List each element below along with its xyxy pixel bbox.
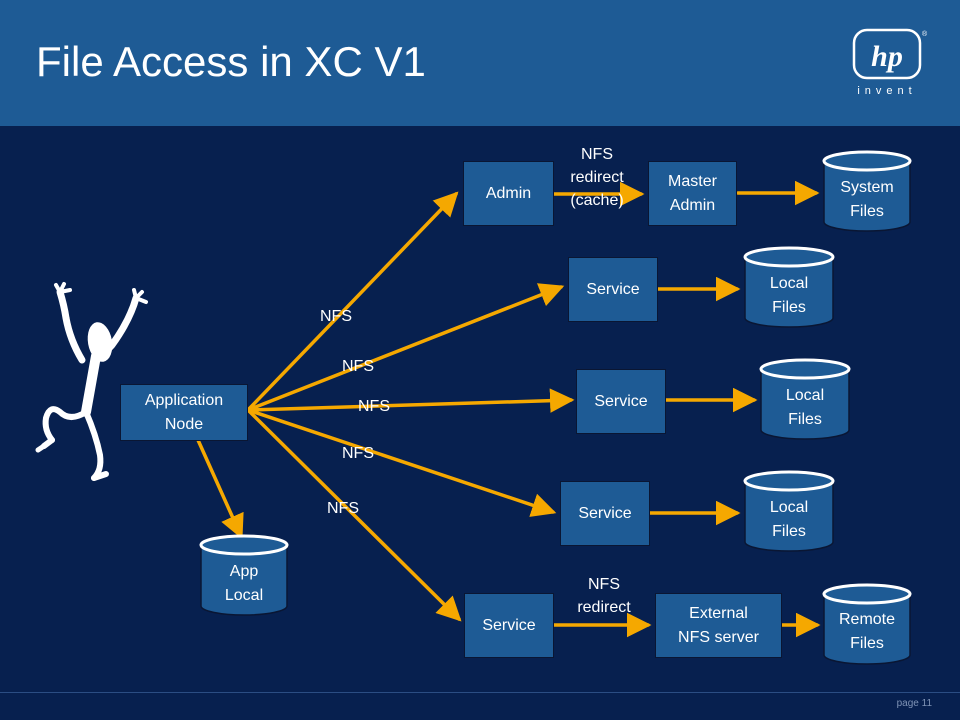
- arrow-app-to-service4: [246, 408, 462, 622]
- remote-files-label-2: Files: [850, 635, 884, 652]
- arrow-app-to-applocal: [196, 438, 244, 540]
- external-nfs-server-box: External NFS server: [655, 593, 782, 658]
- cylinder-remote-files: Remote Files: [822, 583, 912, 665]
- local-files-1-label-1: Local: [770, 275, 808, 292]
- app-local-label-2: Local: [225, 587, 263, 604]
- admin-box: Admin: [463, 161, 554, 226]
- local-files-2-label-1: Local: [786, 387, 824, 404]
- label-nfs-4: NFS: [342, 445, 374, 462]
- system-files-label-2: Files: [850, 203, 884, 220]
- label-nfs-5: NFS: [327, 500, 359, 517]
- arrow-app-to-service2: [246, 388, 575, 413]
- stick-figure-icon: [35, 282, 148, 481]
- footer-divider: [0, 692, 960, 693]
- label-nfs-2: NFS: [342, 358, 374, 375]
- cylinder-system-files: System Files: [822, 150, 912, 232]
- arrow-app-to-service1: [246, 283, 565, 412]
- label-nfs-1: NFS: [320, 308, 352, 325]
- label-nfs-3: NFS: [358, 398, 390, 415]
- service-box-2: Service: [576, 369, 666, 434]
- header-bar: File Access in XC V1 hp ® invent: [0, 0, 960, 126]
- hp-logo-letters: hp: [871, 40, 903, 73]
- svg-text:®: ®: [922, 30, 928, 38]
- cylinder-local-files-2: Local Files: [759, 358, 851, 440]
- slide-title: File Access in XC V1: [36, 38, 426, 85]
- system-files-label-1: System: [840, 179, 893, 196]
- app-local-label-1: App: [230, 563, 259, 580]
- cylinder-local-files-1: Local Files: [743, 246, 835, 328]
- cylinder-local-files-3: Local Files: [743, 470, 835, 552]
- hp-logo-tagline: invent: [857, 85, 917, 97]
- label-nfs-redirect: NFS redirect: [577, 576, 631, 616]
- master-admin-box: Master Admin: [648, 161, 737, 226]
- local-files-3-label-1: Local: [770, 499, 808, 516]
- local-files-2-label-2: Files: [788, 411, 822, 428]
- page-number: page 11: [896, 698, 932, 709]
- label-nfs-redirect-cache: NFS redirect (cache): [570, 146, 624, 209]
- hp-logo: hp ® invent: [846, 26, 928, 106]
- application-node-box: Application Node: [120, 384, 248, 441]
- local-files-3-label-2: Files: [772, 523, 806, 540]
- arrow-app-to-admin: [246, 191, 459, 412]
- hp-logo-mark: hp ®: [852, 28, 928, 80]
- service-box-4: Service: [464, 593, 554, 658]
- remote-files-label-1: Remote: [839, 611, 895, 628]
- service-box-3: Service: [560, 481, 650, 546]
- local-files-1-label-2: Files: [772, 299, 806, 316]
- cylinder-app-local: App Local: [199, 534, 289, 616]
- arrow-app-to-service3: [246, 408, 557, 517]
- service-box-1: Service: [568, 257, 658, 322]
